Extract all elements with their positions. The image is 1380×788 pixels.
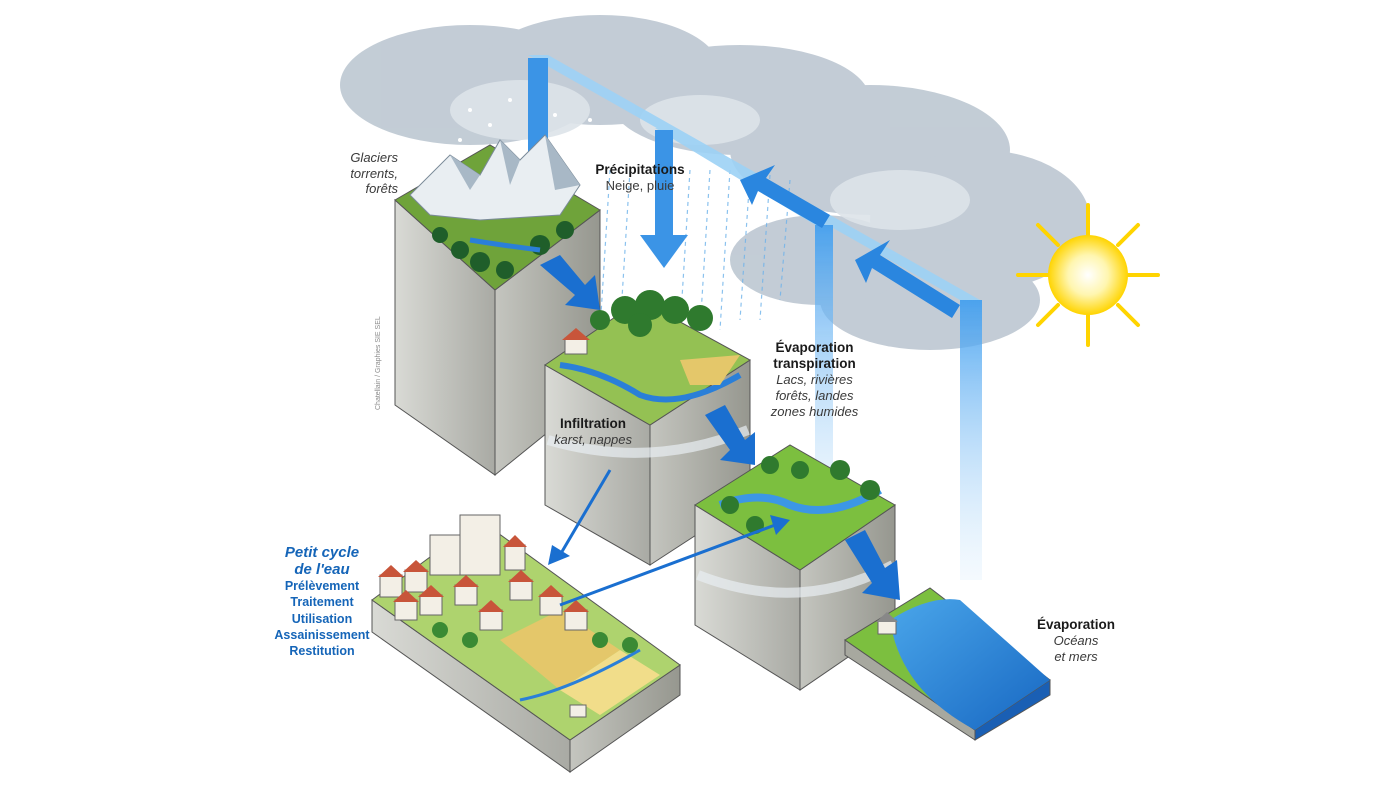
infiltration-title: Infiltration (560, 416, 626, 431)
precipitations-sub: Neige, pluie (605, 178, 675, 194)
evaporation-title: Évaporation (1036, 617, 1115, 632)
precipitations-title: Précipitations (595, 162, 685, 177)
label-glaciers: Glaciers torrents, forêts (300, 150, 398, 197)
evaporation-arrow-icon (740, 165, 960, 318)
petit-cycle-step-5: Restitution (289, 644, 355, 658)
petit-cycle-step-3: Utilisation (291, 611, 353, 626)
glaciers-line-3: forêts (365, 181, 398, 197)
town-block (371, 514, 681, 773)
evapotranspiration-sub-1: Lacs, rivières (776, 372, 853, 388)
glaciers-line-2: torrents, (350, 165, 398, 181)
petit-cycle-title-1: Petit cycle (284, 544, 360, 561)
label-petit-cycle: Petit cycle de l'eau Prélèvement Traitem… (262, 544, 382, 659)
evapotranspiration-sub-2: forêts, landes (775, 387, 854, 403)
infiltration-sub: karst, nappes (553, 432, 633, 448)
mountain-block (394, 134, 601, 477)
petit-cycle-step-4: Assainissement (274, 627, 370, 642)
rain (599, 169, 791, 331)
hill-block (544, 290, 751, 566)
evapotranspiration-title-2: transpiration (773, 356, 856, 372)
sea-block (844, 587, 1051, 741)
restitution-arrow-icon (559, 515, 790, 607)
label-evapotranspiration: Évaporation transpiration Lacs, rivières… (752, 340, 877, 419)
image-credit: Chatellain / Graphies SIE SEL (375, 316, 382, 410)
flow-arrow-icon (845, 530, 900, 600)
label-precipitations: Précipitations Neige, pluie (575, 162, 705, 194)
wetland-block (694, 444, 896, 691)
evapotranspiration-title-1: Évaporation (775, 340, 854, 355)
evaporation-sub-2: et mers (1054, 648, 1098, 664)
flow-arrow-icon (705, 405, 755, 465)
glaciers-line-1: Glaciers (350, 150, 398, 165)
flow-arrow-icon (540, 255, 600, 310)
label-evaporation: Évaporation Océans et mers (1020, 617, 1132, 664)
sun-icon (1016, 203, 1160, 347)
petit-cycle-title-2: de l'eau (294, 560, 350, 578)
infiltration-arrow-icon (548, 469, 612, 565)
petit-cycle-step-2: Traitement (290, 595, 354, 610)
evaporation-sub-1: Océans (1053, 633, 1099, 649)
evapotranspiration-sub-3: zones humides (770, 403, 859, 419)
petit-cycle-step-1: Prélèvement (284, 579, 360, 593)
label-infiltration: Infiltration karst, nappes (543, 416, 643, 448)
